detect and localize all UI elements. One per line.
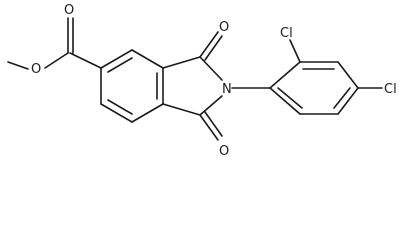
ring-inner-3 — [107, 99, 133, 115]
bond-c3-c7a — [162, 103, 201, 116]
ring-bond-4 — [131, 103, 164, 123]
ring-bond-2 — [131, 49, 164, 69]
bond-carbonyl-ring — [69, 52, 102, 69]
bond-methyl-o — [7, 61, 29, 70]
molecule-structure: O O O O N Cl Cl — [7, 3, 397, 159]
ring-bond-5 — [100, 103, 133, 123]
atom-imide-o-top: O — [219, 20, 229, 35]
atom-imide-n: N — [222, 82, 232, 97]
atom-ester-o-double: O — [64, 3, 74, 18]
bond-o-carbonyl — [44, 52, 69, 69]
bond-c2-cl — [289, 39, 301, 63]
molecule-canvas: O O O O N Cl Cl — [7, 3, 397, 159]
atom-cl-para: Cl — [384, 82, 397, 97]
aryl-bond-1 — [269, 61, 301, 89]
aryl-inner-3 — [277, 87, 303, 109]
bond-n-c3 — [199, 95, 223, 116]
bond-c1-o-b — [204, 35, 223, 61]
methyl-ester-group — [7, 17, 102, 70]
ring-bond-1 — [100, 49, 133, 69]
atom-imide-o-bottom: O — [219, 144, 229, 159]
benzo-ring — [100, 49, 164, 123]
bond-c1-o-a — [199, 31, 219, 58]
bond-c3-o-a — [199, 114, 219, 141]
bond-c3-o-b — [204, 111, 223, 137]
aryl-inner-2 — [333, 87, 351, 109]
dichlorophenyl-ring — [269, 39, 383, 115]
imide-ring — [162, 31, 223, 141]
atom-ester-o-single: O — [31, 62, 41, 77]
aryl-bond-6 — [269, 87, 301, 115]
bond-c3a-c1 — [162, 56, 201, 69]
aryl-bond-4 — [337, 87, 359, 115]
aryl-bond-3 — [337, 61, 359, 89]
bond-c1-n — [199, 56, 223, 81]
atom-cl-ortho: Cl — [280, 26, 293, 41]
ring-inner-1 — [107, 57, 133, 73]
